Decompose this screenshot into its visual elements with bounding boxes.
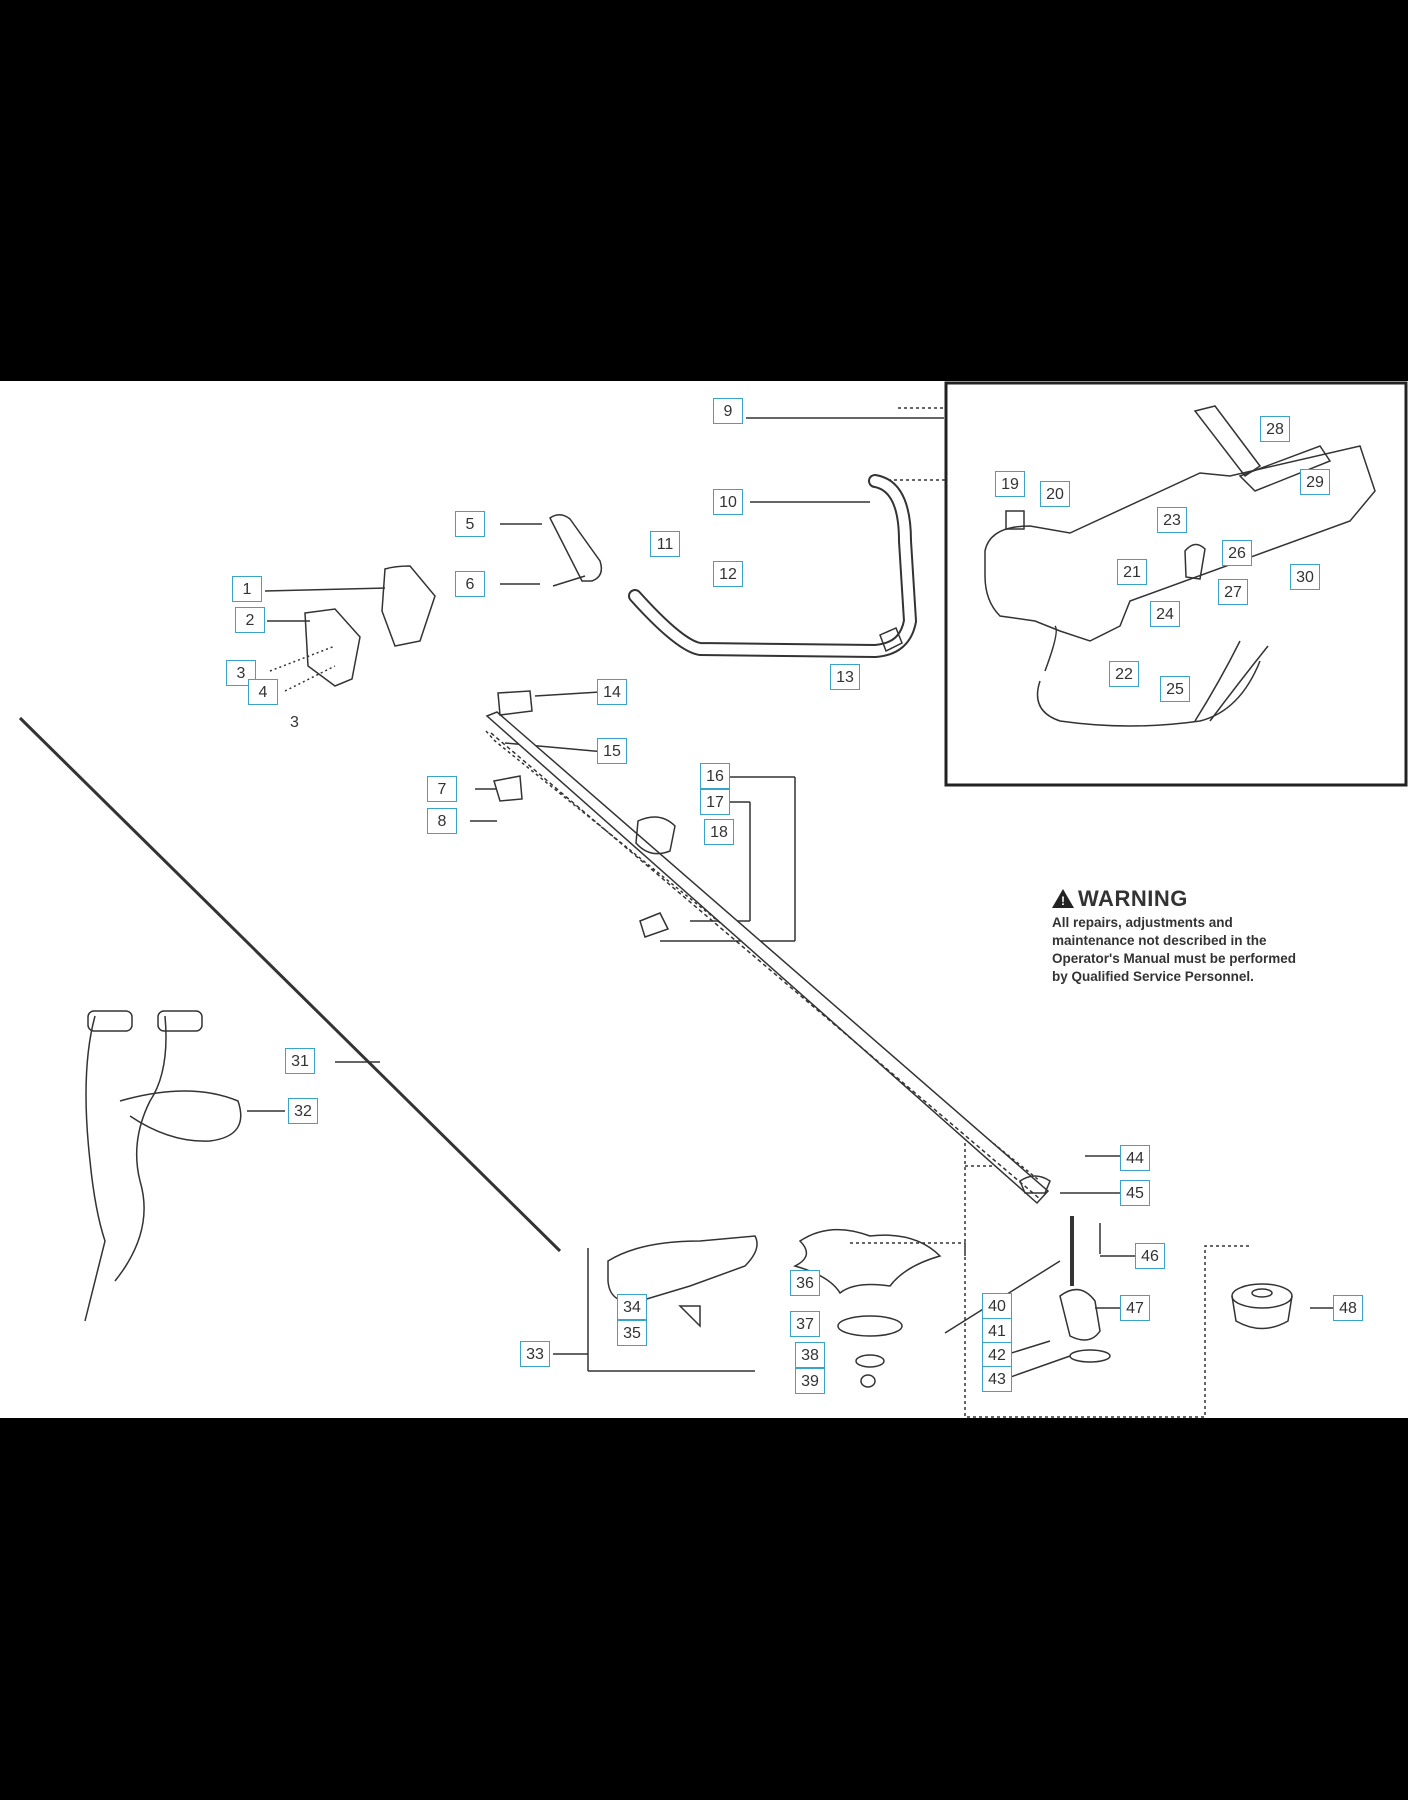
inset-frame xyxy=(944,381,1408,787)
callout-13[interactable]: 13 xyxy=(830,664,860,690)
callout-45[interactable]: 45 xyxy=(1120,1180,1150,1206)
callout-27[interactable]: 27 xyxy=(1218,579,1248,605)
callout-40[interactable]: 40 xyxy=(982,1293,1012,1319)
callout-39[interactable]: 39 xyxy=(795,1368,825,1394)
callout-34[interactable]: 34 xyxy=(617,1294,647,1320)
warning-notice: !WARNING All repairs, adjustments and ma… xyxy=(1052,886,1302,986)
callout-47[interactable]: 47 xyxy=(1120,1295,1150,1321)
callout-23[interactable]: 23 xyxy=(1157,507,1187,533)
callout-11[interactable]: 11 xyxy=(650,531,680,557)
callout-38[interactable]: 38 xyxy=(795,1342,825,1368)
callout-14[interactable]: 14 xyxy=(597,679,627,705)
callout-2[interactable]: 2 xyxy=(235,607,265,633)
callout-32[interactable]: 32 xyxy=(288,1098,318,1124)
callout-15[interactable]: 15 xyxy=(597,738,627,764)
callout-22[interactable]: 22 xyxy=(1109,661,1139,687)
callout-8[interactable]: 8 xyxy=(427,808,457,834)
label-3-plain: 3 xyxy=(290,714,299,731)
callout-20[interactable]: 20 xyxy=(1040,481,1070,507)
callout-1[interactable]: 1 xyxy=(232,576,262,602)
exploded-view-artwork xyxy=(18,381,1408,1418)
callout-24[interactable]: 24 xyxy=(1150,601,1180,627)
callout-46[interactable]: 46 xyxy=(1135,1243,1165,1269)
callout-10[interactable]: 10 xyxy=(713,489,743,515)
callout-9[interactable]: 9 xyxy=(713,398,743,424)
parts-diagram: 1 2 3 4 3 5 6 7 8 9 10 11 12 13 14 15 16… xyxy=(0,381,1408,1418)
callout-26[interactable]: 26 xyxy=(1222,540,1252,566)
warning-triangle-icon: ! xyxy=(1052,889,1074,908)
callout-18[interactable]: 18 xyxy=(704,819,734,845)
warning-text: All repairs, adjustments and maintenance… xyxy=(1052,915,1297,984)
callout-16[interactable]: 16 xyxy=(700,763,730,789)
callout-5[interactable]: 5 xyxy=(455,511,485,537)
callout-12[interactable]: 12 xyxy=(713,561,743,587)
callout-4[interactable]: 4 xyxy=(248,679,278,705)
callout-44[interactable]: 44 xyxy=(1120,1145,1150,1171)
callout-43[interactable]: 43 xyxy=(982,1366,1012,1392)
callout-41[interactable]: 41 xyxy=(982,1318,1012,1344)
callout-30[interactable]: 30 xyxy=(1290,564,1320,590)
callout-7[interactable]: 7 xyxy=(427,776,457,802)
callout-48[interactable]: 48 xyxy=(1333,1295,1363,1321)
callout-42[interactable]: 42 xyxy=(982,1342,1012,1368)
callout-21[interactable]: 21 xyxy=(1117,559,1147,585)
callout-29[interactable]: 29 xyxy=(1300,469,1330,495)
callout-28[interactable]: 28 xyxy=(1260,416,1290,442)
callout-31[interactable]: 31 xyxy=(285,1048,315,1074)
callout-37[interactable]: 37 xyxy=(790,1311,820,1337)
callout-6[interactable]: 6 xyxy=(455,571,485,597)
callout-19[interactable]: 19 xyxy=(995,471,1025,497)
callout-25[interactable]: 25 xyxy=(1160,676,1190,702)
warning-title: !WARNING xyxy=(1052,886,1302,912)
callout-33[interactable]: 33 xyxy=(520,1341,550,1367)
callout-17[interactable]: 17 xyxy=(700,789,730,815)
callout-36[interactable]: 36 xyxy=(790,1270,820,1296)
callout-35[interactable]: 35 xyxy=(617,1320,647,1346)
